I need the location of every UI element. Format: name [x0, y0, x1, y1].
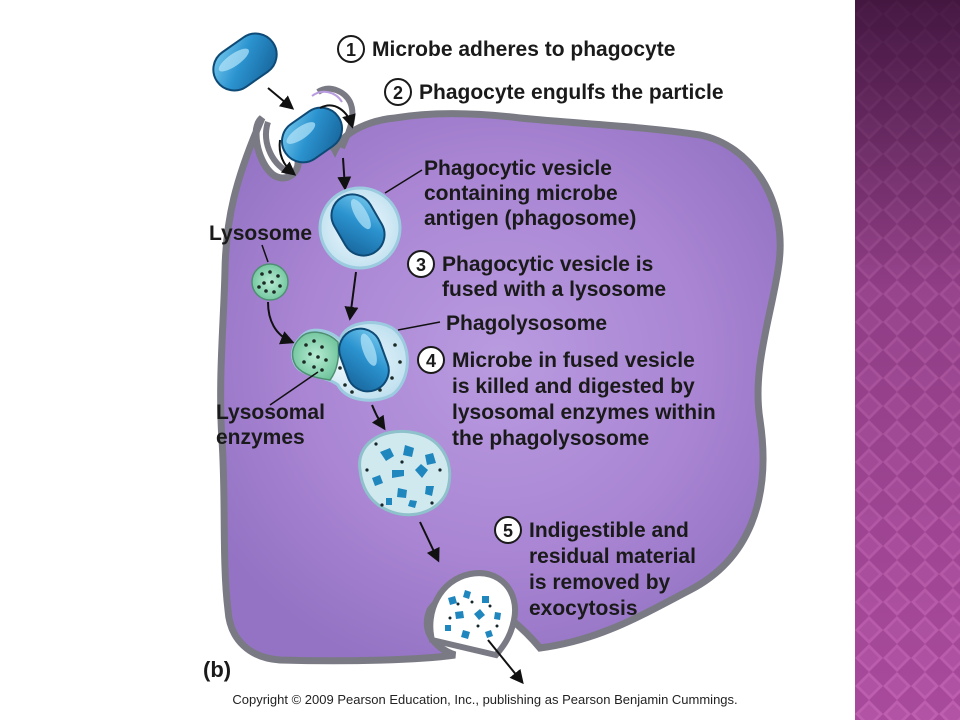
enzymes-label-line-2: enzymes: [216, 426, 305, 449]
arrow-to-exocytosis: [419, 521, 440, 563]
step-5-number: 5: [503, 521, 513, 541]
phagosome-label-line-3: antigen (phagosome): [424, 207, 636, 230]
phagosome-label: Phagocytic vesicle containing microbe an…: [424, 157, 636, 230]
phagosome-label-line-2: containing microbe: [424, 182, 618, 205]
microbe-step2: [280, 106, 344, 164]
step-2: 2 Phagocyte engulfs the particle: [384, 78, 724, 106]
step-5-line-3: is removed by: [529, 571, 671, 594]
step-5-line-2: residual material: [529, 545, 696, 568]
lysosome: [251, 263, 289, 301]
leader-enzymes: [269, 371, 319, 406]
step-4-line-4: the phagolysosome: [452, 427, 649, 450]
step-3: 3 Phagocytic vesicle is fused with a lys…: [407, 250, 666, 301]
step-4: 4 Microbe in fused vesicle is killed and…: [417, 346, 716, 450]
arrow-lysosome-fuse: [267, 301, 295, 345]
digested-vesicle: [358, 429, 452, 517]
step-3-line-2: fused with a lysosome: [442, 278, 666, 301]
leader-phagosome: [384, 169, 423, 194]
step-5-line-4: exocytosis: [529, 597, 638, 620]
microbe-step1: [212, 32, 278, 92]
panel-label: (b): [203, 657, 231, 682]
phagolysosome-label: Phagolysosome: [446, 312, 607, 335]
step-1-text: Microbe adheres to phagocyte: [372, 38, 675, 61]
lysosome-label: Lysosome: [209, 222, 312, 245]
step-5-line-1: Indigestible and: [529, 519, 689, 542]
phagosome: [318, 186, 402, 270]
lysosomal-enzymes-label: Lysosomal enzymes: [216, 401, 325, 449]
step-3-line-1: Phagocytic vesicle is: [442, 253, 653, 276]
pseudopod-right: [316, 85, 356, 150]
phagocytosis-diagram: 1 Microbe adheres to phagocyte 2 Phagocy…: [203, 32, 784, 707]
arrow-to-phagosome: [337, 157, 352, 191]
enzymes-label-line-1: Lysosomal: [216, 401, 325, 424]
step-1-number: 1: [346, 40, 356, 60]
step-2-number: 2: [393, 83, 403, 103]
arrow-engulf-left: [278, 139, 297, 176]
exocytosis-pocket: [427, 570, 519, 659]
copyright-notice: Copyright © 2009 Pearson Education, Inc.…: [232, 692, 737, 707]
step-2-text: Phagocyte engulfs the particle: [419, 81, 724, 104]
leader-phagolysosome: [397, 321, 441, 331]
step-4-number: 4: [426, 351, 436, 371]
step-4-line-1: Microbe in fused vesicle: [452, 349, 695, 372]
arrow-to-phagolysosome: [344, 271, 359, 321]
arrow-to-digestion: [371, 404, 386, 431]
leader-lysosome: [261, 244, 269, 263]
step-1: 1 Microbe adheres to phagocyte: [337, 35, 675, 63]
phagolysosome: [291, 321, 409, 402]
arrow-engulf-right: [319, 104, 356, 129]
decorative-side-band: [855, 0, 960, 720]
step-3-number: 3: [416, 255, 426, 275]
step-4-line-3: lysosomal enzymes within: [452, 401, 716, 424]
phagosome-label-line-1: Phagocytic vesicle: [424, 157, 612, 180]
arrow-adhere: [267, 87, 295, 110]
step-4-line-2: is killed and digested by: [452, 375, 695, 398]
arrow-exocytosis-out: [487, 639, 524, 685]
step-5: 5 Indigestible and residual material is …: [494, 516, 696, 620]
